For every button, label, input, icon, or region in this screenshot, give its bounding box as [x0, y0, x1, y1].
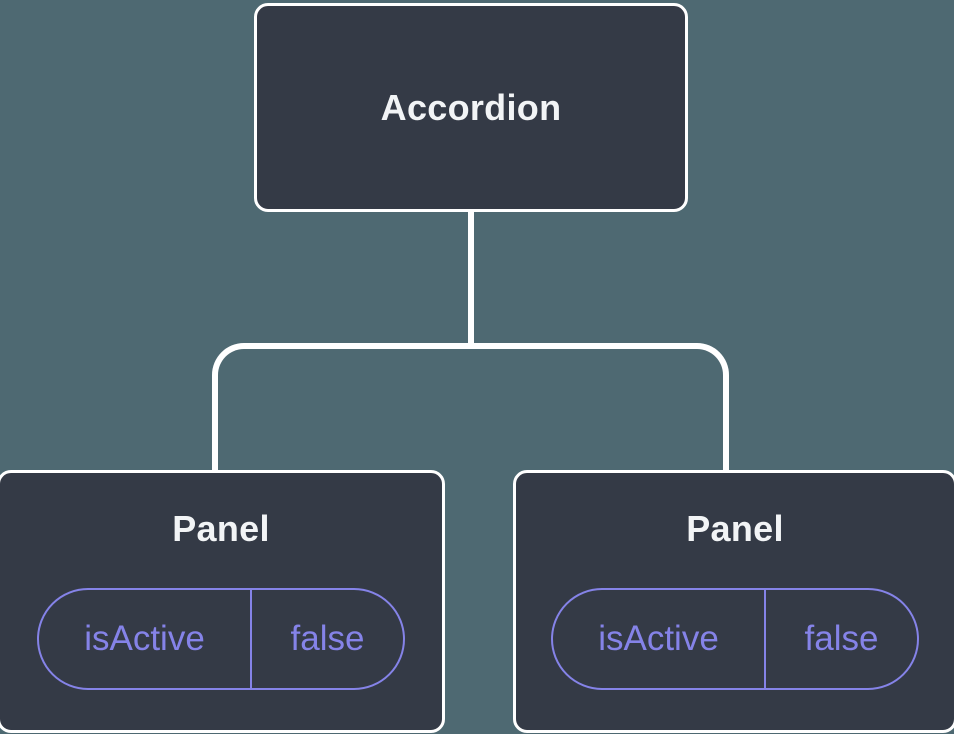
- state-pill: isActive false: [37, 588, 405, 690]
- node-title: Accordion: [380, 86, 562, 128]
- state-key-cell: isActive: [39, 590, 252, 688]
- connector-stem: [468, 212, 474, 349]
- state-pill: isActive false: [551, 588, 919, 690]
- component-node-panel-left: Panel isActive false: [0, 470, 445, 733]
- state-value: false: [290, 619, 365, 658]
- component-node-root: Accordion: [254, 3, 688, 212]
- state-key-cell: isActive: [553, 590, 766, 688]
- node-title: Panel: [172, 508, 270, 549]
- node-title: Panel: [686, 508, 784, 549]
- state-key: isActive: [598, 619, 719, 658]
- state-key: isActive: [84, 619, 205, 658]
- state-value-cell: false: [252, 590, 403, 688]
- component-node-panel-right: Panel isActive false: [513, 470, 954, 733]
- state-value-cell: false: [766, 590, 917, 688]
- connector-bracket: [212, 343, 729, 470]
- state-value: false: [804, 619, 879, 658]
